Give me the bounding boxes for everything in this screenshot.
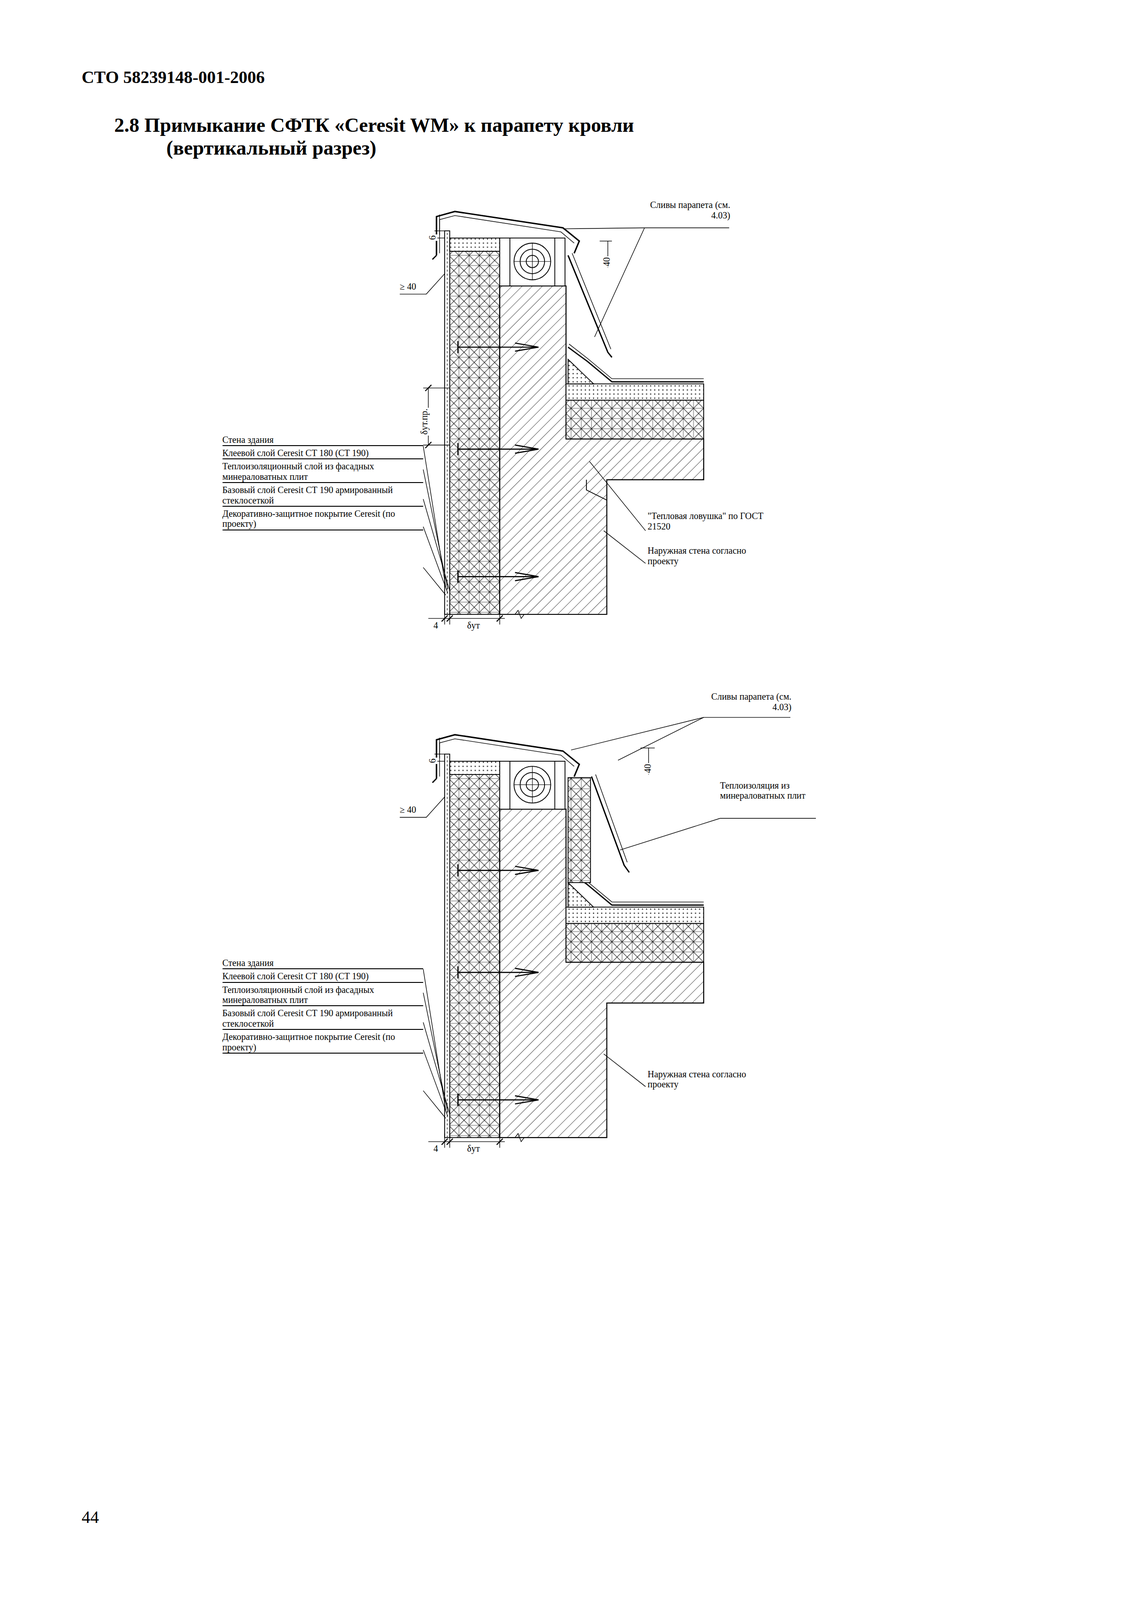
layer-label: Стена здания (222, 434, 424, 447)
drawing-line (603, 1053, 646, 1087)
dimension: 4 (433, 620, 448, 631)
dimension: 6 (427, 757, 438, 764)
dimension: δут (466, 620, 498, 631)
drawing-line (620, 818, 721, 850)
layer-label: Базовый слой Ceresit CT 190 армированный… (222, 484, 424, 507)
dimension: 6 (427, 234, 438, 241)
callout-label: Наружная стена согласно проекту (647, 1068, 750, 1090)
drawing-line (594, 227, 645, 337)
drawing-line (570, 717, 704, 751)
callout-label: Теплоизоляция из минераловатных плит (720, 780, 833, 801)
document-code: СТО 58239148-001-2006 (81, 67, 490, 88)
drawing-line (425, 441, 432, 448)
layer-label: Стена здания (222, 957, 424, 970)
callout-label: "Тепловая ловушка" по ГОСТ 21520 (647, 510, 768, 532)
drawing-rect (568, 777, 591, 883)
layer-label: Теплоизоляционный слой из фасадных минер… (222, 984, 424, 1007)
dimension: ≥ 40 (399, 281, 441, 292)
drawing-line (423, 387, 450, 389)
drawing-line (599, 240, 613, 242)
dimension: 4 (433, 1143, 448, 1154)
callout-label: Сливы парапета (см. 4.03) (703, 691, 792, 712)
drawing-path (568, 255, 613, 358)
page-number: 44 (81, 1507, 143, 1527)
layer-label: Декоративно-защитное покрытие Ceresit (п… (222, 508, 424, 531)
dimension: δут (466, 1143, 498, 1154)
drawing-line (617, 717, 704, 761)
drawing-line (720, 818, 816, 819)
drawing-polyline (644, 227, 730, 229)
layer-label: Декоративно-защитное покрытие Ceresit (п… (222, 1031, 424, 1054)
detail-two-extras (568, 717, 816, 1087)
dimension: ≥ 40 (399, 804, 441, 815)
dimension: 40 (642, 762, 653, 774)
layer-label: Теплоизоляционный слой из фасадных минер… (222, 461, 424, 483)
drawing-path (586, 479, 608, 501)
drawing-path (572, 253, 612, 349)
drawing-line (423, 444, 450, 446)
page-title: 2.8 Примыкание СФТК «Ceresit WM» к парап… (114, 114, 767, 160)
drawing-line (603, 530, 646, 564)
drawing-line (425, 384, 432, 391)
layer-label: Базовый слой Ceresit CT 190 армированный… (222, 1007, 424, 1030)
layer-label: Клеевой слой Ceresit CT 180 (CT 190) (222, 970, 424, 983)
callout-label: Сливы парапета (см. 4.03) (644, 199, 731, 221)
callout-label: Наружная стена согласно проекту (647, 545, 750, 566)
drawing-line (562, 227, 645, 229)
drawing-line (589, 461, 646, 531)
dimension: δут.пр. (419, 407, 430, 436)
drawing-line (703, 716, 791, 718)
dimension: 40 (601, 256, 612, 268)
drawing-path (591, 776, 630, 873)
layer-label: Клеевой слой Ceresit CT 180 (CT 190) (222, 447, 424, 460)
